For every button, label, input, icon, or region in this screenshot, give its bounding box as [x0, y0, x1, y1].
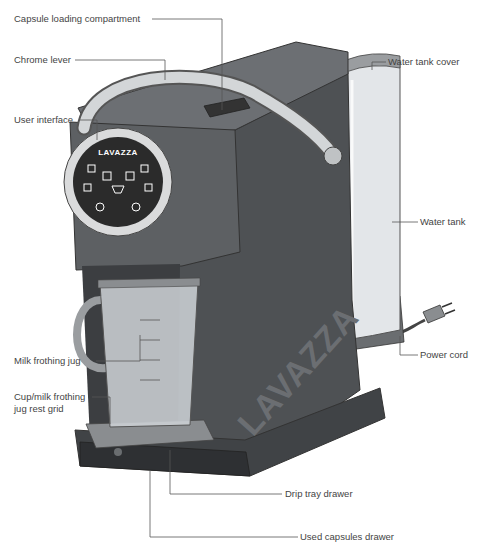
- part-label: Water tank: [420, 216, 466, 228]
- interface-ring: [64, 128, 172, 236]
- power-plug: [423, 305, 445, 323]
- jug-lid: [98, 278, 200, 288]
- chrome-lever: [84, 77, 333, 155]
- brand-logo: LAVAZZA: [230, 297, 366, 442]
- part-label: Water tank cover: [388, 56, 459, 68]
- part-label: User interface: [14, 114, 73, 126]
- interface-icons: [84, 165, 152, 211]
- water-tank: [346, 60, 400, 340]
- plug-pins: [442, 303, 455, 314]
- milk-jug: [100, 282, 198, 427]
- part-label: Chrome lever: [14, 54, 71, 66]
- brand-logo: LAVAZZA: [98, 148, 138, 157]
- part-label: Cup/milk frothing jug rest grid: [14, 391, 98, 415]
- lever-outline: [84, 77, 333, 155]
- jug-scale: [140, 320, 160, 380]
- part-label: Used capsules drawer: [300, 531, 394, 543]
- part-label: Power cord: [420, 349, 468, 361]
- part-label: Milk frothing jug: [14, 355, 81, 367]
- interface-panel: [73, 137, 163, 227]
- part-label: Drip tray drawer: [285, 488, 353, 500]
- lever-pivot: [324, 147, 342, 165]
- drawer-knob: [114, 448, 122, 456]
- part-label: Capsule loading compartment: [14, 13, 140, 25]
- leader-lines: [75, 19, 418, 537]
- capsule-compartment: [204, 98, 250, 117]
